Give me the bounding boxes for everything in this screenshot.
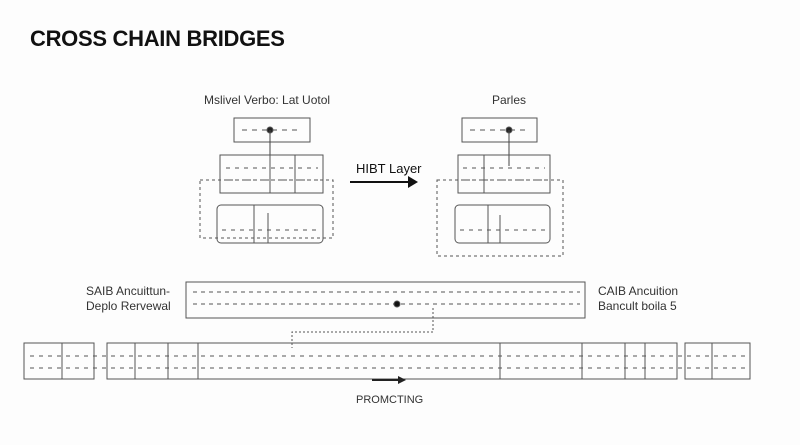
hibt-layer-label: HIBT Layer (356, 161, 422, 176)
page-title: CROSS CHAIN BRIDGES (30, 26, 285, 51)
bottom-label: PROMCTING (356, 394, 424, 406)
left-panel-label: Mslivel Verbo: Lat Uotol (204, 93, 331, 107)
middle-right-label-1: CAIB Ancuition (598, 284, 679, 298)
middle-left-label-2: Deplo Rervewal (86, 299, 171, 313)
middle-bar (185, 281, 586, 348)
right-panel-label: Parles (492, 93, 527, 107)
bottom-strip (23, 342, 751, 384)
right-stack (436, 117, 564, 257)
hibt-arrow (350, 176, 418, 188)
left-stack (199, 117, 334, 244)
middle-left-label-1: SAIB Ancuittun- (86, 284, 171, 298)
middle-right-label-2: Bancult boila 5 (598, 299, 677, 313)
